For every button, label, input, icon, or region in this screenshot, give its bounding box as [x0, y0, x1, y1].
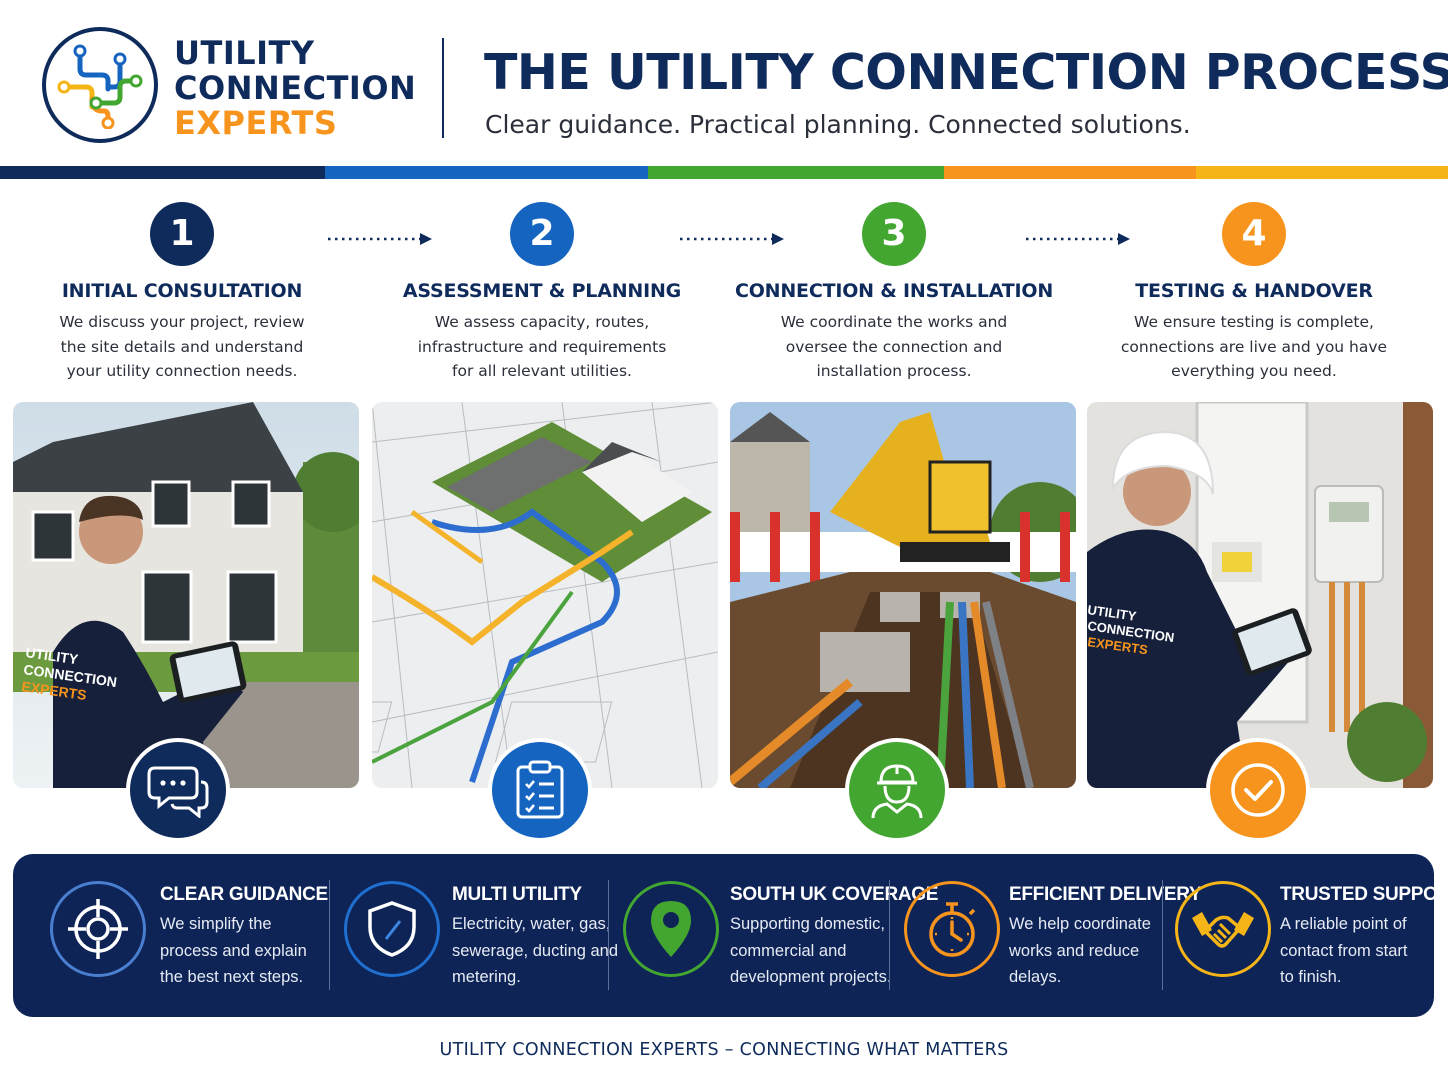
benefit-description: We simplify the process and explain the …	[160, 915, 307, 986]
benefit-title: TRUSTED SUPPORT	[1280, 884, 1448, 905]
step-3: 3 CONNECTION & INSTALLATION We coordinat…	[724, 202, 1064, 384]
step-description: We assess capacity, routes, infrastructu…	[417, 313, 667, 380]
step-number-badge: 1	[150, 202, 214, 266]
logo-wordmark: UTILITY CONNECTION EXPERTS	[174, 36, 416, 141]
benefit-trusted-support: TRUSTED SUPPORT A reliable point of cont…	[1163, 854, 1448, 1017]
logo-emblem	[42, 27, 158, 143]
header-divider	[442, 38, 444, 138]
step-1: 1 INITIAL CONSULTATION We discuss your p…	[12, 202, 352, 384]
step-title: ASSESSMENT & PLANNING	[402, 280, 682, 302]
benefit-divider	[889, 880, 890, 990]
header: UTILITY CONNECTION EXPERTS THE UTILITY C…	[0, 0, 1448, 166]
benefit-title: SOUTH UK COVERAGE	[730, 884, 939, 905]
step-2: 2 ASSESSMENT & PLANNING We assess capaci…	[372, 202, 712, 384]
stopwatch-icon	[929, 902, 976, 957]
logo-line-2: CONNECTION	[174, 69, 417, 107]
benefit-icon-ring	[1175, 881, 1271, 977]
step-3-badge	[845, 738, 949, 842]
jacket-print-line1: UTILITY	[1087, 602, 1138, 624]
step-number-badge: 2	[510, 202, 574, 266]
jacket-print-line1: UTILITY	[25, 644, 80, 667]
planning-photo	[372, 402, 718, 788]
benefit-description: Supporting domestic, commercial and deve…	[730, 915, 892, 986]
color-band	[0, 166, 1448, 179]
step-title: TESTING & HANDOVER	[1135, 280, 1373, 302]
shield-icon	[368, 901, 416, 957]
step-description: We coordinate the works and oversee the …	[780, 313, 1008, 380]
benefit-icon-ring	[50, 881, 146, 977]
band-yellow	[1196, 166, 1448, 179]
benefit-south-uk-coverage: SOUTH UK COVERAGE Supporting domestic, c…	[609, 854, 938, 1017]
band-green	[648, 166, 944, 179]
clipboard-checklist-icon	[516, 760, 564, 819]
logo-line-3: EXPERTS	[174, 104, 338, 142]
step-title: INITIAL CONSULTATION	[61, 280, 303, 302]
step-description: We discuss your project, review the site…	[59, 313, 305, 380]
step-number-badge: 4	[1222, 202, 1286, 266]
band-navy	[0, 166, 325, 179]
benefit-title: EFFICIENT DELIVERY	[1009, 884, 1202, 905]
engineer-hardhat-icon	[871, 764, 923, 819]
target-crosshair-icon	[68, 899, 128, 959]
arrow-right-icon	[1026, 233, 1130, 245]
benefit-divider	[329, 880, 330, 990]
benefit-description: A reliable point of contact from start t…	[1280, 915, 1408, 986]
step-2-badge	[488, 738, 592, 842]
handshake-icon	[1192, 912, 1254, 948]
network-nodes-icon	[57, 44, 143, 129]
page-title: THE UTILITY CONNECTION PROCESS	[484, 44, 1448, 101]
benefit-icon-ring	[344, 881, 440, 977]
step-number-badge: 3	[862, 202, 926, 266]
chat-bubbles-icon	[147, 766, 209, 818]
map-pin-icon	[651, 901, 691, 957]
page-subtitle: Clear guidance. Practical planning. Conn…	[485, 110, 1191, 139]
consultation-photo: UTILITY CONNECTION EXPERTS	[13, 402, 359, 788]
step-description: We ensure testing is complete, connectio…	[1120, 313, 1388, 380]
benefit-description: Electricity, water, gas, sewerage, ducti…	[452, 915, 619, 986]
logo-line-1: UTILITY	[174, 34, 315, 72]
benefit-description: We help coordinate works and reduce dela…	[1009, 915, 1151, 986]
arrow-right-icon	[328, 233, 432, 245]
step-1-badge	[126, 738, 230, 842]
benefit-title: MULTI UTILITY	[452, 884, 582, 905]
benefit-efficient-delivery: EFFICIENT DELIVERY We help coordinate wo…	[890, 854, 1202, 1017]
benefit-divider	[1162, 880, 1163, 990]
benefit-divider	[608, 880, 609, 990]
check-circle-icon	[1231, 763, 1285, 817]
step-4-badge	[1206, 738, 1310, 842]
handover-photo: UTILITY CONNECTION EXPERTS	[1087, 402, 1433, 788]
installation-photo	[730, 402, 1076, 788]
band-orange	[944, 166, 1196, 179]
footer-tagline: UTILITY CONNECTION EXPERTS – CONNECTING …	[439, 1040, 1009, 1060]
step-4: 4 TESTING & HANDOVER We ensure testing i…	[1084, 202, 1424, 384]
benefit-icon-ring	[904, 881, 1000, 977]
benefit-clear-guidance: CLEAR GUIDANCE We simplify the process a…	[13, 854, 329, 1017]
benefit-multi-utility: MULTI UTILITY Electricity, water, gas, s…	[330, 854, 618, 1017]
benefit-title: CLEAR GUIDANCE	[160, 884, 328, 905]
band-blue	[325, 166, 648, 179]
step-title: CONNECTION & INSTALLATION	[734, 280, 1054, 302]
benefits-bar: CLEAR GUIDANCE We simplify the process a…	[13, 854, 1448, 1017]
benefit-icon-ring	[623, 881, 719, 977]
arrow-right-icon	[680, 233, 784, 245]
